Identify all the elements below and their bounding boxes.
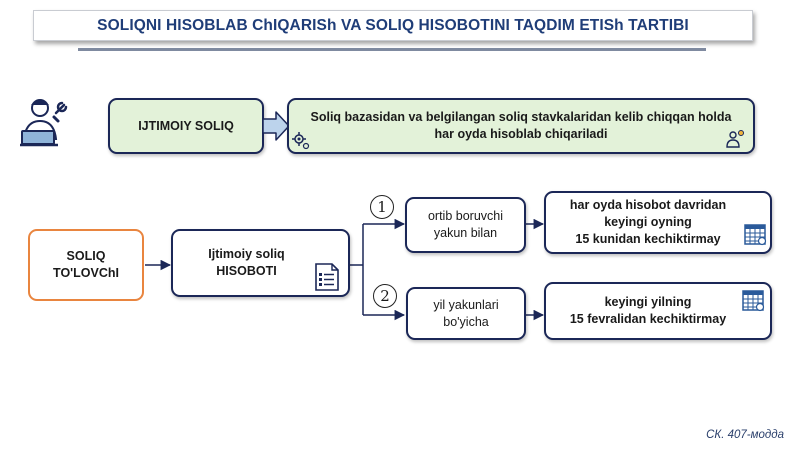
calendar-icon xyxy=(744,224,767,246)
tax-payer-line-2: TO'LOVChI xyxy=(53,266,119,280)
gear-icon xyxy=(292,132,310,150)
title-underline xyxy=(78,48,706,51)
condition-box-1: ortib boruvchi yakun bilan xyxy=(405,197,526,253)
condition-1-line-1: ortib boruvchi xyxy=(427,209,504,224)
deadline-1-line-1: har oyda hisobot davridan xyxy=(569,198,727,213)
page-title: SOLIQNI HISOBLAB ChIQARISh VA SOLIQ HISO… xyxy=(97,16,689,34)
deadline-box-2: keyingi yilning 15 fevralidan kechiktirm… xyxy=(544,282,772,340)
deadline-1-line-3: 15 kunidan kechiktirmay xyxy=(575,231,721,246)
branch-number-1: 1 xyxy=(370,195,394,219)
condition-2-line-1: yil yakunlari xyxy=(433,297,499,312)
person-with-gear-icon xyxy=(726,130,744,148)
condition-1-line-2: yakun bilan xyxy=(433,226,498,240)
description-line-2: har oyda hisoblab chiqariladi xyxy=(434,127,608,141)
social-tax-box: IJTIMOIY SOLIQ xyxy=(108,98,264,154)
branch-number-2: 2 xyxy=(373,284,397,308)
description-line-1: Soliq bazasidan va belgilangan soliq sta… xyxy=(310,110,732,125)
deadline-2-line-2: 15 fevralidan kechiktirmay xyxy=(569,312,727,326)
legal-reference-footnote: СК. 407-модда xyxy=(706,429,784,441)
tax-report-line-1: Ijtimoiy soliq xyxy=(208,247,285,262)
deadline-box-1: har oyda hisobot davridan keyingi oyning… xyxy=(544,191,772,254)
tax-payer-box: SOLIQ TO'LOVChI xyxy=(28,229,144,301)
worker-with-wrench-icon xyxy=(20,99,68,147)
social-tax-label: IJTIMOIY SOLIQ xyxy=(138,118,234,133)
condition-box-2: yil yakunlari bo'yicha xyxy=(406,287,526,340)
callout-arrow-icon xyxy=(262,111,290,141)
tax-payer-line-1: SOLIQ xyxy=(66,249,106,264)
calendar-icon xyxy=(742,290,765,312)
deadline-1-line-2: keyingi oyning xyxy=(604,215,692,230)
document-list-icon xyxy=(315,263,339,291)
social-tax-description-box: Soliq bazasidan va belgilangan soliq sta… xyxy=(287,98,755,154)
tax-report-line-2: HISOBOTI xyxy=(216,264,277,278)
deadline-2-line-1: keyingi yilning xyxy=(604,295,692,310)
condition-2-line-2: bo'yicha xyxy=(443,314,489,329)
title-box: SOLIQNI HISOBLAB ChIQARISh VA SOLIQ HISO… xyxy=(33,10,753,41)
